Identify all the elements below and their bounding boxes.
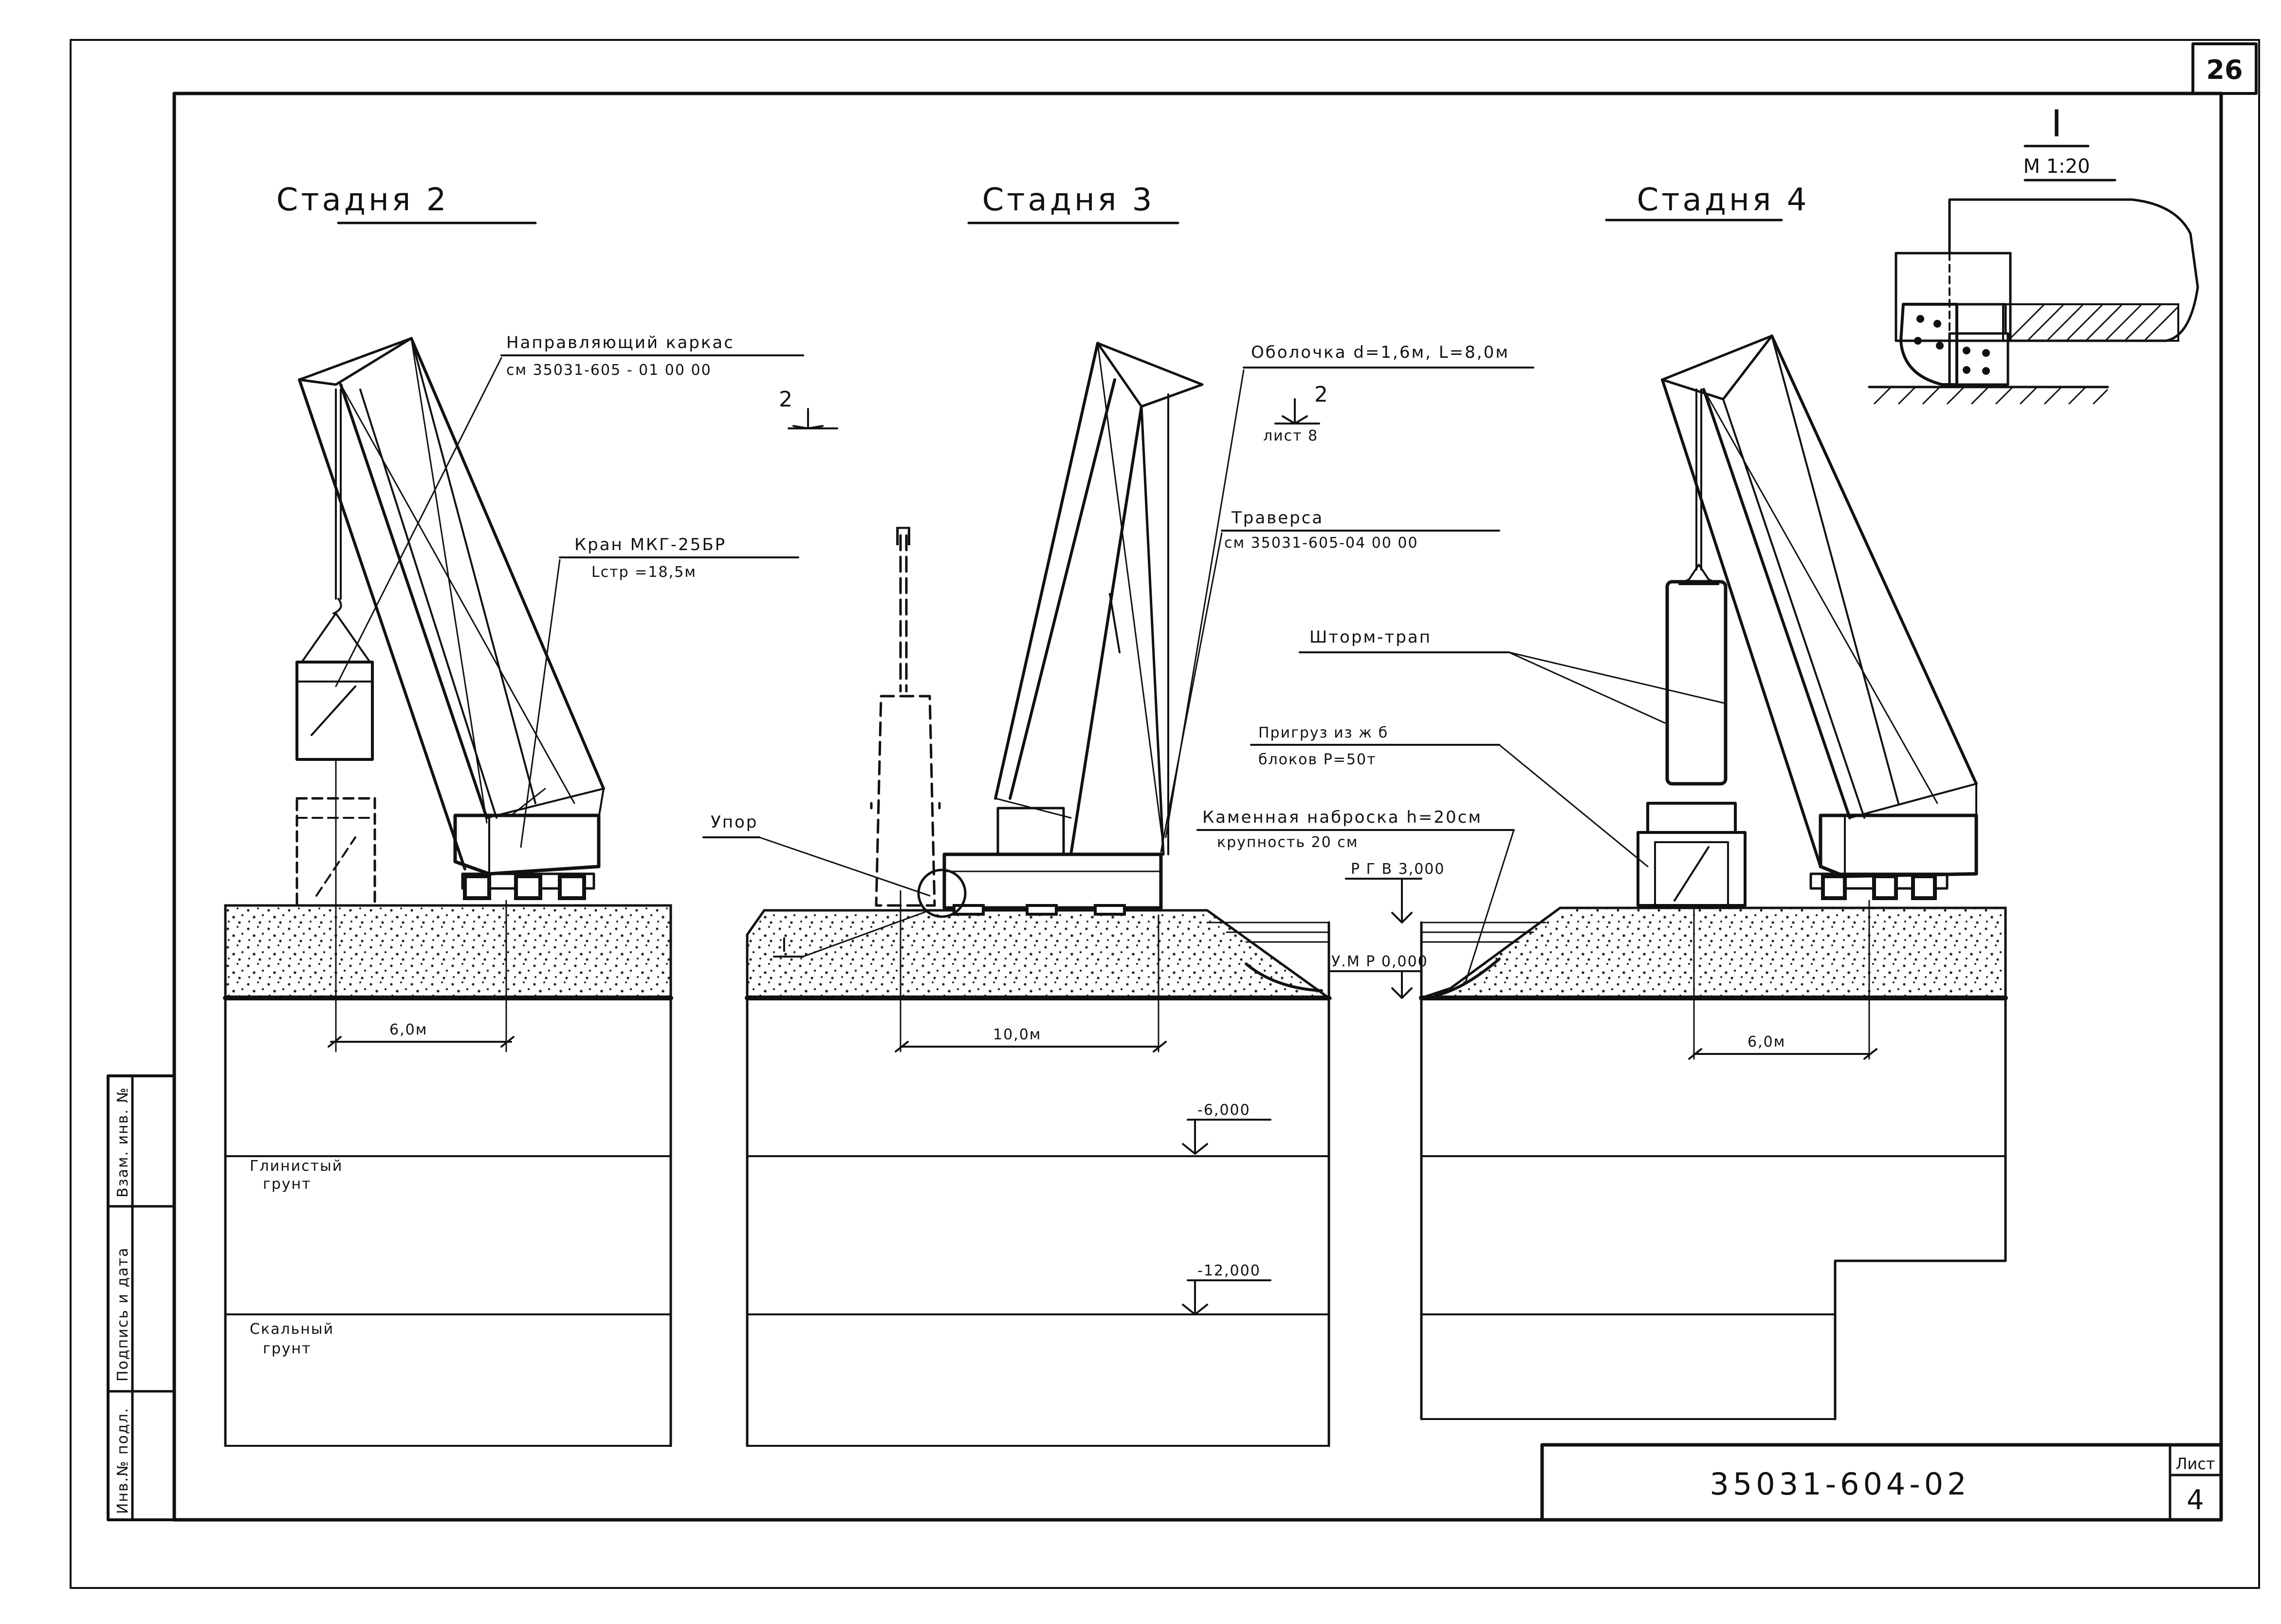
inner-frame — [172, 92, 2223, 1522]
stage-2-section: Глинистый грунт Скальный грунт — [223, 333, 838, 1447]
elev-minus-12: -12,000 — [1197, 1262, 1261, 1279]
stage-3-soil — [745, 909, 1333, 1447]
stage-4-section: Р Г В 3,000 У.М Р 0,000 — [1196, 334, 2008, 1421]
stage-2-soil — [223, 904, 673, 1447]
stage-2-rock-label-1: Скальный — [250, 1321, 334, 1338]
stage-2-leaders: Направляющий каркас см 35031-605 - 01 00… — [335, 333, 838, 848]
guide-frame-ref: см 35031-605 - 01 00 00 — [506, 362, 712, 379]
side-stamp: Взам. инв. № Подпись и дата Инв.№ подл. — [107, 1074, 176, 1521]
stage-2-frame-load — [295, 661, 374, 761]
page-number: 26 — [2206, 55, 2243, 85]
stage-3-leaders: Оболочка d=1,6м, L=8,0м 2 лист 8 Траверс… — [702, 343, 1534, 958]
stage-3-section: П 10,0м -6,000 -12,000 Оболочка d=1,6м, … — [702, 342, 1534, 1447]
stage-4-shell — [1665, 580, 1728, 786]
boom-length-label: Lстр =18,5м — [591, 564, 697, 581]
stage-4-water — [1420, 922, 1546, 943]
dim-10m: 10,0м — [993, 1026, 1041, 1043]
shell-label: Оболочка d=1,6м, L=8,0м — [1251, 343, 1509, 362]
stone-fill-label: Каменная наброска h=20см — [1202, 808, 1482, 827]
stage-4-levels: Р Г В 3,000 У.М Р 0,000 — [1328, 861, 1445, 999]
stone-size-label: крупность 20 см — [1217, 834, 1359, 851]
stamp-sign-date: Подпись и дата — [114, 1247, 131, 1382]
ballast-label-2: блоков Р=50т — [1258, 751, 1377, 768]
detail-scale: М 1:20 — [2023, 155, 2090, 178]
stage-3-title: Стадня 3 — [982, 182, 1155, 218]
detail-I-callout-circle — [917, 868, 967, 918]
stage-4-soil — [1419, 906, 2008, 1421]
stop-label: Упор — [711, 812, 758, 832]
sheet-number: 4 — [2187, 1484, 2204, 1516]
stage-3-crane: П — [870, 342, 1204, 918]
stage-2-crane — [295, 337, 605, 1052]
detail-I: I М 1:20 — [1868, 102, 2199, 405]
title-block: 35031-604-02 Лист 4 — [1540, 1443, 2223, 1522]
stage-4-crane — [1637, 334, 1978, 907]
stage-3-water — [1206, 922, 1330, 943]
stage-2-clay-label-2: грунт — [263, 1176, 312, 1193]
elev-minus-6: -6,000 — [1197, 1102, 1251, 1119]
section-mark-2-stage2: 2 — [779, 387, 792, 412]
sheet-ref-label: лист 8 — [1263, 427, 1318, 444]
detail-ref-mark: I — [781, 934, 787, 957]
stage-titles: Стадня 2 Стадня 3 Стадня 4 — [276, 182, 1810, 224]
detail-hatch — [2002, 303, 2179, 342]
page-number-box: 26 — [2191, 42, 2258, 95]
stamp-replace-inv: Взам. инв. № — [114, 1087, 131, 1198]
section-mark-2-stage3: 2 — [1314, 382, 1328, 407]
storm-ladder-label: Шторм-трап — [1309, 627, 1432, 647]
document-code: 35031-604-02 — [1710, 1466, 1970, 1502]
stage-2-title: Стадня 2 — [276, 182, 449, 218]
stage-2-clay-label-1: Глинистый — [250, 1158, 343, 1175]
stage-3-elevations: -6,000 -12,000 — [1182, 1102, 1271, 1315]
outer-frame — [70, 39, 2260, 1589]
ballast-label-1: Пригруз из ж б — [1258, 724, 1388, 741]
rgv-level: Р Г В 3,000 — [1351, 861, 1445, 878]
stage-4-leaders: Шторм-трап Пригруз из ж б блоков Р=50т К… — [1196, 627, 1727, 984]
stage-4-title: Стадня 4 — [1637, 182, 1810, 218]
sheet-label: Лист — [2175, 1455, 2215, 1473]
stage-2-dimension: 6,0м — [328, 1021, 515, 1048]
detail-mark: I — [2051, 102, 2062, 145]
stage-4-dimension: 6,0м — [1688, 900, 1877, 1060]
dim-6m-left: 6,0м — [389, 1021, 427, 1038]
stamp-inv-orig: Инв.№ подл. — [114, 1407, 131, 1514]
crane-label: Кран МКГ-25БР — [574, 535, 726, 554]
stage-3-dimension: 10,0м — [895, 890, 1167, 1052]
traverse-ref-label: см 35031-605-04 00 00 — [1224, 535, 1418, 552]
guide-frame-label: Направляющий каркас — [506, 333, 735, 352]
traverse-label: Траверса — [1231, 508, 1324, 528]
section-pi-mark: П — [894, 522, 913, 552]
stage-2-rock-label-2: грунт — [263, 1340, 312, 1357]
dim-6m-right: 6,0м — [1748, 1033, 1785, 1051]
umr-level: У.М Р 0,000 — [1331, 953, 1428, 970]
